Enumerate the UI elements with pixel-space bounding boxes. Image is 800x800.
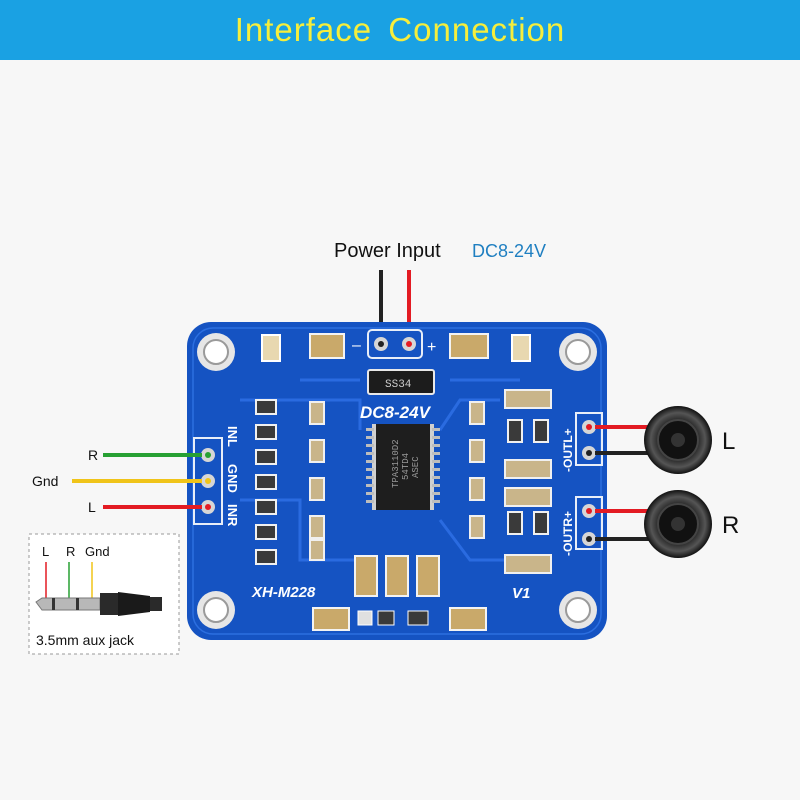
board-version-label: V1: [512, 585, 530, 602]
jack-caption: 3.5mm aux jack: [36, 632, 135, 648]
mounting-holes: [197, 333, 597, 629]
input-label-gnd: Gnd: [32, 473, 58, 489]
amplifier-board: – + SS34 DC8-24V: [187, 322, 607, 640]
chip-label-line3: ASEC: [411, 456, 421, 478]
smd-components-right: [469, 401, 485, 539]
power-input-label: Power Input: [334, 240, 441, 262]
speaker-right-icon: [644, 490, 712, 558]
output-header-left: [575, 412, 603, 466]
jack-label-l: L: [42, 544, 49, 559]
speaker-left-label: L: [722, 428, 735, 455]
smd-components-right2: [507, 419, 549, 535]
smd-components-left2: [309, 401, 325, 561]
out-left-label: -OUTL+: [561, 428, 575, 472]
chip-label-line1: TPA3110D2: [391, 439, 401, 488]
smd-components-bottom: [312, 555, 487, 631]
jack-plug-icon: [35, 592, 162, 616]
speaker-left-icon: [644, 406, 712, 474]
power-minus-label: –: [352, 337, 361, 354]
pin-label-inl: INL: [225, 426, 240, 447]
power-plus-label: +: [427, 339, 436, 356]
jack-label-gnd: Gnd: [85, 544, 110, 559]
diode: [367, 369, 435, 395]
board-voltage-label: DC8-24V: [360, 403, 432, 422]
input-label-r: R: [88, 447, 98, 463]
amplifier-chip: TPA3110D2 54TD4 ASEC: [366, 424, 440, 510]
inductors: [504, 389, 552, 574]
pin-label-inr: INR: [225, 504, 240, 527]
aux-jack-panel: L R Gnd 3.5mm aux jack: [28, 533, 180, 655]
page-title: Interface Connection: [234, 11, 566, 48]
input-label-l: L: [88, 499, 96, 515]
board-model-label: XH-M228: [251, 584, 316, 601]
diode-label: SS34: [385, 379, 412, 391]
power-range-label: DC8-24V: [472, 241, 546, 261]
speaker-right-label: R: [722, 512, 739, 539]
chip-label-line2: 54TD4: [401, 453, 411, 480]
header-banner: [0, 0, 800, 60]
smd-components-left: [255, 399, 277, 565]
pin-label-gnd: GND: [225, 464, 240, 493]
pcb-traces: [240, 378, 520, 562]
jack-label-r: R: [66, 544, 75, 559]
output-header-right: [575, 496, 603, 550]
out-right-label: -OUTR+: [561, 511, 575, 556]
smd-components-top: [261, 333, 531, 362]
